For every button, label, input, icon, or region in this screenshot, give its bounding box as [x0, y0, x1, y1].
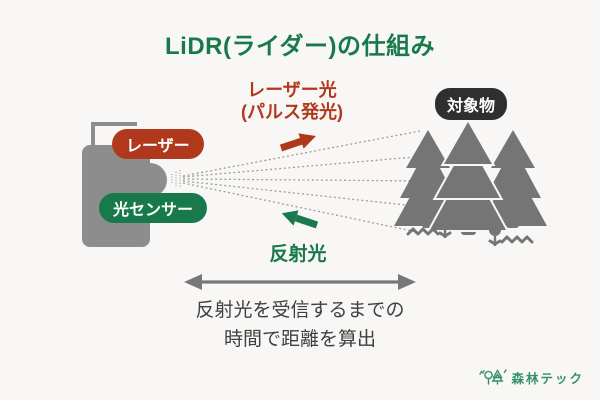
page-title: LiDR(ライダー)の仕組み	[164, 33, 436, 60]
reflection-arrow-icon	[281, 210, 319, 229]
tree-center-icon	[426, 117, 510, 237]
distance-arrow-icon	[184, 274, 416, 290]
caption-line-2: 時間で距離を算出	[223, 329, 376, 350]
plant-right-icon	[488, 224, 502, 246]
laser-light-label: レーザー光 (パルス発光)	[212, 79, 372, 123]
ground-zigzag-right-icon	[500, 235, 534, 244]
reflected-light-label: 反射光	[269, 244, 327, 265]
distance-caption: 反射光を受信するまでの 時間で距離を算出	[150, 296, 450, 354]
laser-badge: レーザー	[112, 129, 204, 159]
laser-light-text: レーザー光	[247, 80, 337, 100]
target-object-badge: 対象物	[435, 88, 508, 120]
laser-pulse-text: (パルス発光)	[241, 102, 343, 122]
forest-tech-logo-icon	[479, 369, 508, 385]
ground-zigzag-left-icon	[406, 227, 440, 236]
laser-arrow-icon	[279, 133, 316, 152]
caption-line-1: 反射光を受信するまでの	[195, 300, 405, 321]
device-lens	[133, 163, 167, 197]
laser-beam-lines	[182, 130, 431, 233]
light-sensor-badge: 光センサー	[99, 193, 208, 223]
plant-left-icon	[438, 216, 452, 238]
forest-icon	[394, 117, 547, 246]
laser-spray-icon	[171, 170, 181, 188]
device-handle-icon	[91, 122, 137, 146]
brand-footer: 森林テック	[478, 367, 584, 387]
brand-name: 森林テック	[511, 371, 584, 386]
